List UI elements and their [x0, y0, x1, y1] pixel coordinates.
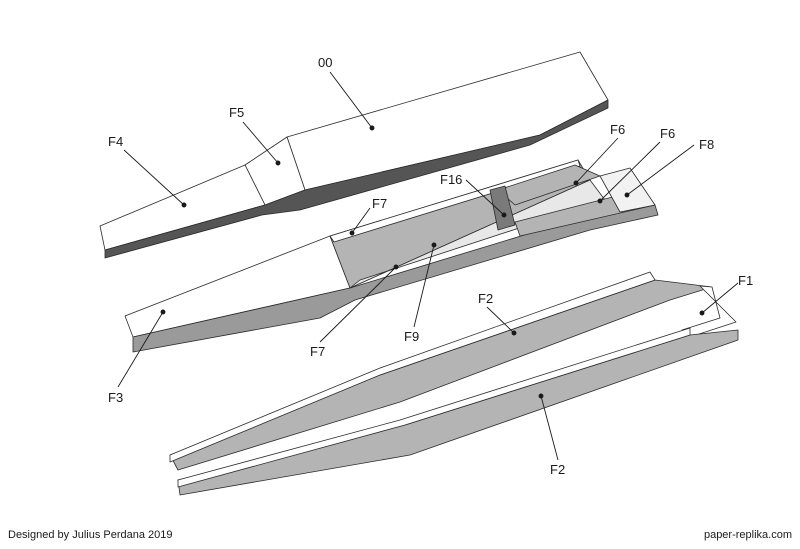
part-labels: 00 F5 F4 F6 F6 F8 F16 F7 F7 F9 F3 F1 F2 … [108, 55, 753, 477]
frame-end-f8 [599, 167, 656, 213]
label-f1: F1 [738, 273, 753, 288]
leader-lines [117, 71, 739, 461]
label-f2a: F2 [478, 291, 493, 306]
rail-front-top [177, 327, 691, 488]
label-f2b: F2 [550, 462, 565, 477]
leader-f3 [117, 311, 164, 388]
leader-dot-f5 [275, 160, 281, 166]
leader-f4 [123, 149, 185, 206]
rail-back-top [169, 271, 656, 463]
leader-dot-f6a [573, 180, 579, 186]
leader-f2a [486, 306, 515, 334]
top-cover-part [99, 51, 609, 259]
leader-f8 [626, 144, 695, 196]
leader-dot-f4 [181, 202, 187, 208]
leader-dot-f6b [597, 198, 603, 204]
leader-f6b [599, 141, 661, 202]
leader-f6a [575, 137, 619, 184]
label-f4: F4 [108, 134, 123, 149]
leader-dot-f7b [393, 264, 399, 270]
label-f9: F9 [404, 329, 419, 344]
top-cover-underside [104, 99, 609, 259]
leader-f5 [242, 121, 279, 164]
label-f7a: F7 [372, 196, 387, 211]
bottom-rails-part [169, 271, 739, 496]
leader-dot-f1 [699, 310, 705, 316]
frame-divider-f16 [489, 185, 516, 231]
leader-dot-f16 [501, 212, 507, 218]
leader-f7b [319, 266, 397, 343]
leader-dot-f3 [160, 309, 166, 315]
leader-f1 [701, 282, 739, 314]
leader-dot-f7a [349, 230, 355, 236]
leader-f7a [351, 207, 371, 234]
website-url: paper-replika.com [703, 529, 792, 541]
rail-end-f1 [681, 285, 737, 338]
label-f6b: F6 [660, 126, 675, 141]
label-f3: F3 [108, 390, 123, 405]
label-f16: F16 [440, 172, 462, 187]
leader-00 [329, 71, 373, 129]
label-f5: F5 [229, 105, 244, 120]
leader-dot-f2a [511, 330, 517, 336]
leader-dot-f2b [538, 393, 544, 399]
label-f8: F8 [699, 137, 714, 152]
designer-credit: Designed by Julius Perdana 2019 [8, 529, 173, 541]
frame-underside [132, 204, 659, 353]
frame-rim-f7 [329, 159, 581, 243]
label-f6a: F6 [610, 122, 625, 137]
leader-dot-f9 [431, 242, 437, 248]
leader-f16 [465, 179, 505, 216]
leader-dot-f8 [624, 192, 630, 198]
middle-frame-part [124, 159, 659, 353]
top-cover-face-f4 [99, 164, 266, 251]
label-f7b: F7 [310, 344, 325, 359]
label-00: 00 [318, 55, 332, 70]
leader-f2b [540, 395, 559, 461]
leader-f9 [413, 244, 435, 328]
leader-dot-00 [369, 125, 375, 131]
